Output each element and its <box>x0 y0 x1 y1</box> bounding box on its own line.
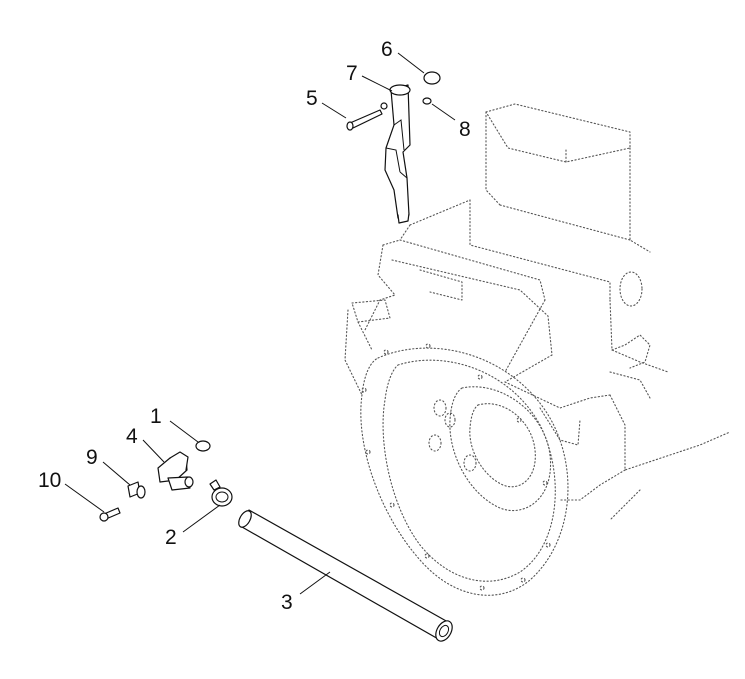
callout-numbers: 1 2 3 4 5 6 7 8 9 10 <box>38 38 471 614</box>
callout-3: 3 <box>281 591 293 614</box>
hose-clamp-part-2[interactable] <box>209 479 233 507</box>
callout-5: 5 <box>306 87 318 110</box>
leader-lines <box>64 52 456 595</box>
callout-10: 10 <box>38 469 61 492</box>
callout-1: 1 <box>150 405 162 428</box>
callout-8: 8 <box>459 118 471 141</box>
bolt-part-5[interactable] <box>346 102 388 131</box>
engine-housing <box>344 103 731 596</box>
bolt-part-10[interactable] <box>99 507 121 522</box>
washer-part-9[interactable] <box>127 481 146 499</box>
callout-6: 6 <box>381 38 393 61</box>
drain-hose-part-3[interactable] <box>236 509 455 644</box>
dipstick-guide[interactable] <box>384 84 411 224</box>
o-ring-part-8[interactable] <box>422 97 432 105</box>
callout-2: 2 <box>165 526 177 549</box>
callout-4: 4 <box>126 425 138 448</box>
callout-9: 9 <box>86 446 98 469</box>
o-ring-part-1[interactable] <box>195 440 211 452</box>
o-ring-part-6[interactable] <box>423 71 441 85</box>
banjo-fitting-part-4[interactable] <box>157 451 194 491</box>
callout-7: 7 <box>346 62 358 85</box>
